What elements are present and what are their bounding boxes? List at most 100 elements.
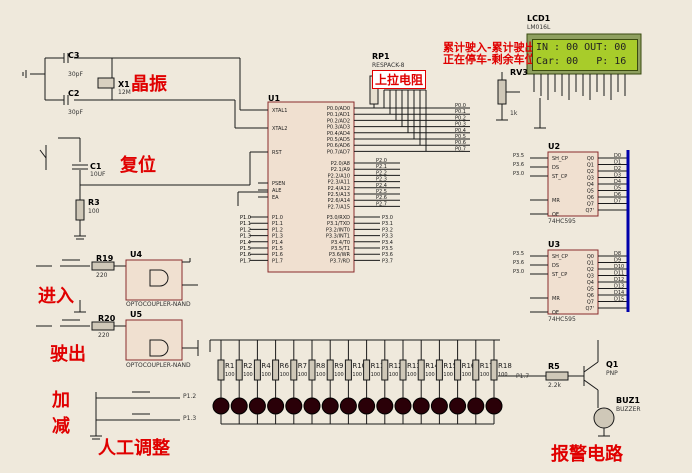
net-label-p0-5: P0.5 xyxy=(455,134,466,140)
u1-pin-p0-2: P0.2/AD2 xyxy=(327,118,350,124)
sr-pin-q7': Q7' xyxy=(586,208,595,214)
sr-net-out-0: D8 xyxy=(614,251,621,257)
led xyxy=(430,397,448,415)
u1-pin-p0-0: P0.0/AD0 xyxy=(327,106,350,112)
u1-pin-p0-4: P0.4/AD4 xyxy=(327,131,350,137)
alarm-annotation: 报警电路 xyxy=(551,444,623,465)
sr-pin-q1: Q1 xyxy=(587,163,594,169)
sr-net-out-6: D6 xyxy=(614,192,621,198)
resistor-r18 xyxy=(490,359,498,381)
label-c3: C3 xyxy=(68,51,80,60)
resistor-r14 xyxy=(417,359,425,381)
sr-pin-q4: Q4 xyxy=(587,280,594,286)
u1-pin-p3-2: P3.2/INT0 xyxy=(326,227,350,233)
net-label-p3-7: P3.7 xyxy=(382,258,393,264)
u1-pin-p3-6: P3.6/WR xyxy=(329,252,351,258)
sr-pin-ds: DS xyxy=(552,263,559,269)
resistor-r4 xyxy=(253,359,261,381)
label-button-net-2: P1.3 xyxy=(183,415,197,422)
sr-pin-q7: Q7 xyxy=(587,202,594,208)
led xyxy=(412,397,430,415)
exit-annotation: 驶出 xyxy=(50,344,86,365)
u1-pin-p0-3: P0.3/AD3 xyxy=(327,125,350,131)
u1-pin-p3-0: P3.0/RXD xyxy=(327,215,351,221)
resistor-r1 xyxy=(217,359,225,381)
label-c1: C1 xyxy=(90,162,102,171)
label-r19: R19 xyxy=(96,254,114,263)
u1-pin-p2-2: P2.2/A10 xyxy=(328,173,350,179)
sr-pin-mr: MR xyxy=(552,198,560,204)
sr-pin-sh_cp: SH_CP xyxy=(552,156,568,162)
lcd-note-line2: 正在停车-剩余车位 xyxy=(443,53,536,66)
label-c2-value: 30pF xyxy=(68,109,83,116)
resistor-r7 xyxy=(290,359,298,381)
sub-annotation: 减 xyxy=(52,416,70,437)
label-u4: U4 xyxy=(130,250,143,259)
u2-chip-body xyxy=(547,151,599,217)
resistor-value-r14: 100 xyxy=(425,372,435,378)
resistor-value-r9: 100 xyxy=(334,372,344,378)
label-rp1-type: RESPACK-8 xyxy=(372,62,405,69)
sr-net-out-3: D3 xyxy=(614,173,621,179)
resistor-value-r2: 100 xyxy=(243,372,253,378)
u1-pin-p1-0: P1.0 xyxy=(272,215,283,221)
sr-pin-q4: Q4 xyxy=(587,182,594,188)
resistor-label-r14: R14 xyxy=(425,362,439,370)
resistor-value-r8: 100 xyxy=(316,372,326,378)
enter-annotation: 进入 xyxy=(38,286,74,307)
sr-pin-mr: MR xyxy=(552,296,560,302)
sr-pin-q0: Q0 xyxy=(587,254,594,260)
label-u5-type: OPTOCOUPLER-NAND xyxy=(126,362,191,369)
sr-pin-q5: Q5 xyxy=(587,189,594,195)
resistor-r9 xyxy=(326,359,334,381)
label-buz1-type: BUZZER xyxy=(616,406,641,413)
manual-buttons xyxy=(90,391,180,440)
led xyxy=(358,397,376,415)
label-c1-value: 10UF xyxy=(90,171,106,178)
net-label-p3-5: P3.5 xyxy=(382,246,393,252)
sr-net-out-1: D1 xyxy=(614,160,621,166)
resistor-value-r13: 100 xyxy=(407,372,417,378)
net-label-p1-6: P1.6 xyxy=(240,252,251,258)
label-u3: U3 xyxy=(548,240,561,249)
resistor-r17 xyxy=(472,359,480,381)
sr-pin-st_cp: ST_CP xyxy=(552,272,567,278)
crystal-circuit xyxy=(22,53,268,129)
net-label-p1-3: P1.3 xyxy=(240,234,251,240)
u1-pin-p3-7: P3.7/RD xyxy=(330,258,350,264)
resistor-label-r17: R17 xyxy=(480,362,494,370)
sr-net-out-7: D7 xyxy=(614,199,621,205)
u1-pin-p2-6: P2.6/A14 xyxy=(328,198,350,204)
resistor-value-r16: 100 xyxy=(462,372,472,378)
sr-pin-q6: Q6 xyxy=(587,195,594,201)
resistor-r13 xyxy=(399,359,407,381)
net-label-p1-4: P1.4 xyxy=(240,240,251,246)
u1-pin-p2-7: P2.7/A15 xyxy=(328,204,350,210)
u3-chip-body xyxy=(547,249,599,315)
resistor-value-r10: 100 xyxy=(352,372,362,378)
net-label-p3-6: P3.6 xyxy=(382,252,393,258)
sr-net-out-4: D12 xyxy=(614,277,624,283)
u1-pin-p1-3: P1.3 xyxy=(272,234,283,240)
resistor-label-r18: R18 xyxy=(498,362,512,370)
label-x1: X1 xyxy=(118,80,130,89)
led xyxy=(212,397,230,415)
resistor-label-r1: R1 xyxy=(225,362,234,370)
sr-pin-q5: Q5 xyxy=(587,287,594,293)
resistor-label-r12: R12 xyxy=(389,362,403,370)
label-q1: Q1 xyxy=(606,360,619,369)
sr-pin-q6: Q6 xyxy=(587,293,594,299)
net-label-p2-1: P2.1 xyxy=(376,164,387,170)
led xyxy=(467,397,485,415)
resistor-label-r15: R15 xyxy=(443,362,457,370)
u1-pin-p1-4: P1.4 xyxy=(272,240,283,246)
resistor-label-r4: R4 xyxy=(261,362,271,370)
resistor-value-r17: 100 xyxy=(480,372,490,378)
resistor-label-r10: R10 xyxy=(352,362,366,370)
alarm-circuit xyxy=(530,340,615,437)
lcd-line-1: IN : 00 OUT: 00 xyxy=(536,42,627,53)
lcd-line-2: Car: 00 P: 16 xyxy=(536,56,627,67)
u1-pin-p2-3: P2.3/A11 xyxy=(328,180,350,186)
net-label-p3-0: P3.0 xyxy=(382,215,393,221)
resistor-value-r1: 100 xyxy=(225,372,235,378)
